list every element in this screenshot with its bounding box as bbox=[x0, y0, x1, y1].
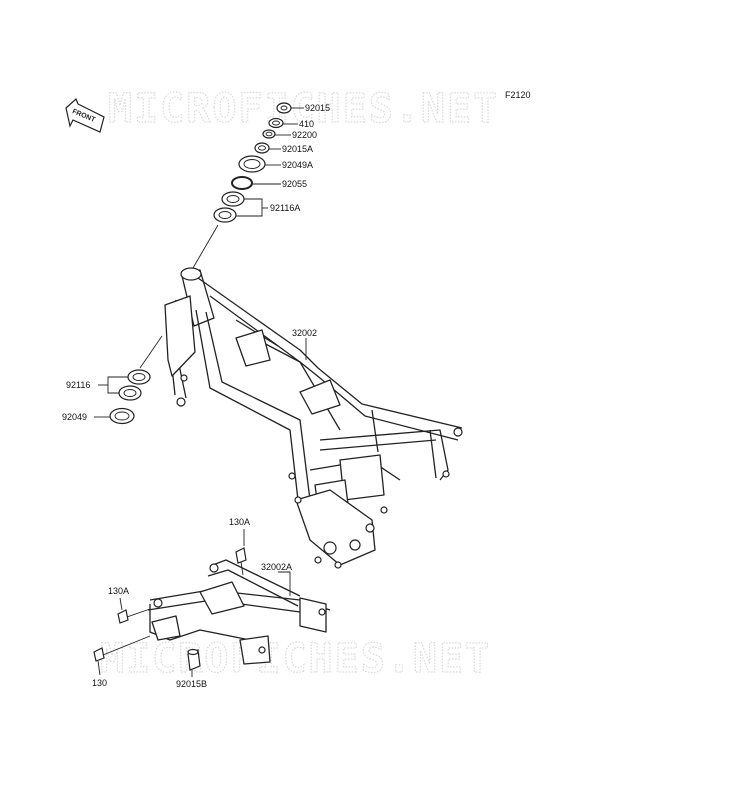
part-92015-nut bbox=[276, 102, 292, 114]
part-92049A-seal bbox=[238, 155, 266, 173]
label-92200: 92200 bbox=[292, 130, 317, 140]
label-92049: 92049 bbox=[62, 412, 87, 422]
part-130A-bolt-top bbox=[235, 547, 247, 576]
label-92015B: 92015B bbox=[176, 679, 207, 689]
part-92015A-nut bbox=[254, 142, 270, 154]
part-92055-o-ring bbox=[231, 176, 253, 190]
part-130A-bolt-left bbox=[117, 608, 151, 624]
label-92116: 92116 bbox=[66, 380, 90, 390]
label-410: 410 bbox=[299, 119, 314, 129]
part-92116A-bearing-upper bbox=[213, 191, 245, 223]
label-130A-top: 130A bbox=[229, 517, 250, 527]
label-92116A: 92116A bbox=[270, 203, 300, 213]
part-92116-bearing-lower bbox=[118, 369, 151, 401]
label-32002: 32002 bbox=[292, 328, 317, 338]
label-92015A: 92015A bbox=[282, 144, 313, 154]
part-130-bolt bbox=[93, 635, 151, 662]
label-92055: 92055 bbox=[282, 179, 307, 189]
part-410-washer bbox=[268, 117, 284, 129]
label-32002A: 32002A bbox=[261, 562, 292, 572]
label-92049A: 92049A bbox=[282, 160, 313, 170]
part-92015B-collar bbox=[187, 648, 201, 671]
figure-code: F2120 bbox=[505, 90, 531, 100]
label-92015: 92015 bbox=[305, 103, 330, 113]
watermark-top: MICROFICHES.NET bbox=[108, 86, 499, 132]
watermark-bottom: MICROFICHES.NET bbox=[100, 636, 491, 682]
label-130: 130 bbox=[92, 678, 107, 688]
lower-frame-32002A bbox=[147, 559, 331, 665]
label-130A-left: 130A bbox=[108, 586, 129, 596]
front-arrow-icon: FRONT bbox=[65, 97, 105, 133]
part-92049-seal bbox=[109, 407, 135, 425]
main-frame-32002 bbox=[164, 267, 463, 569]
part-92200-washer bbox=[262, 129, 276, 139]
